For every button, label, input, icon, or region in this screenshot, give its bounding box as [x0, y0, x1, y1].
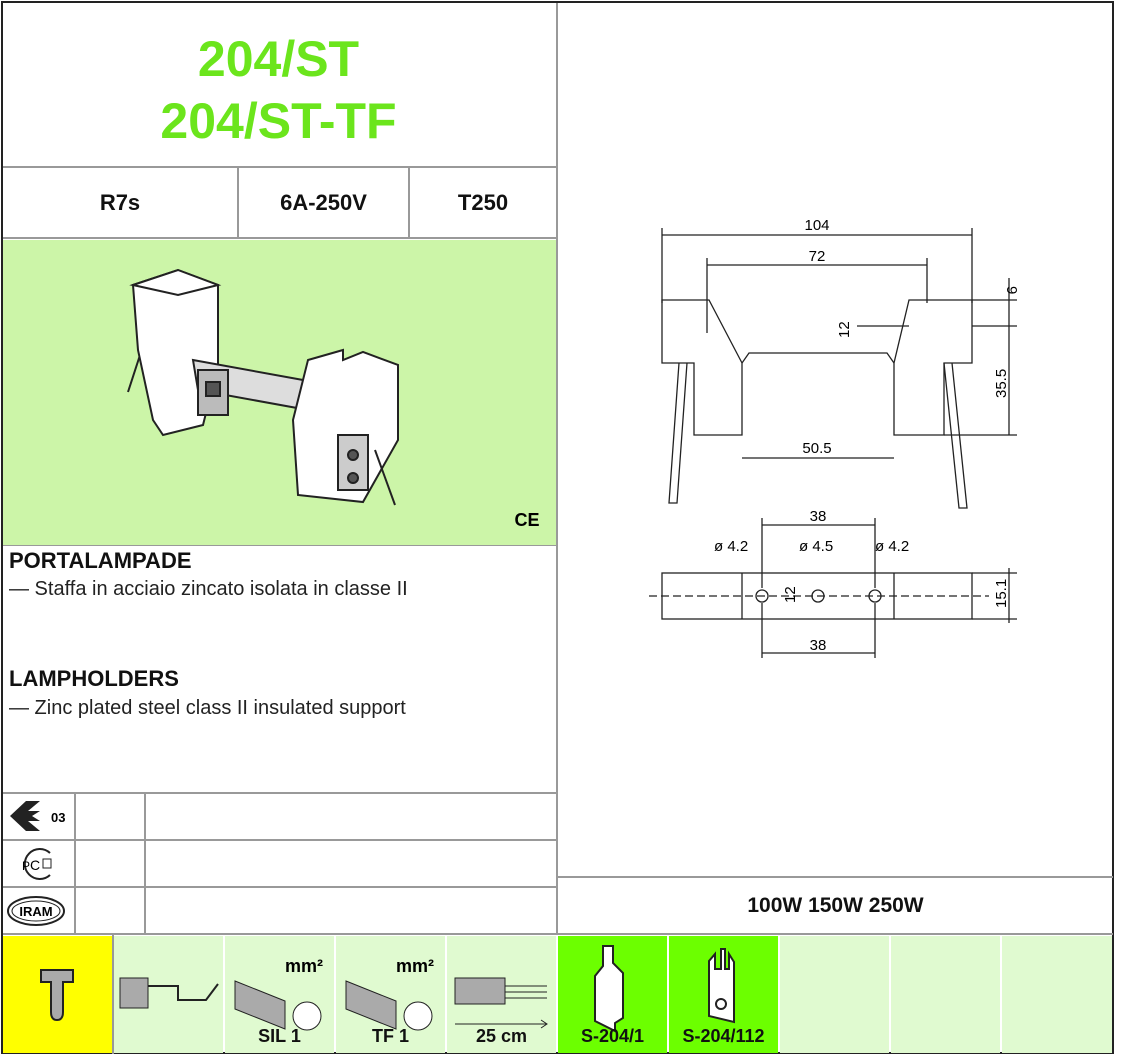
empty-cell	[891, 936, 1000, 1053]
product-image-area: CE	[3, 240, 556, 545]
svg-text:38: 38	[810, 637, 827, 654]
screw-terminal-icon	[40, 969, 74, 1022]
svg-text:35.5: 35.5	[993, 369, 1010, 398]
rating-temperature: T250	[457, 190, 509, 215]
cable-length-icon	[454, 977, 548, 1029]
cable-length-label: 25 cm	[475, 1026, 528, 1046]
technical-drawing: 104 72 9 12 35.5 50.5 38 ø 4.2 ø 4.5 ø 4…	[649, 217, 1020, 658]
svg-text:12: 12	[782, 586, 799, 603]
silicone-wire-icon: mm²	[234, 956, 323, 1031]
clip-accessory-icon	[594, 945, 624, 1033]
svg-text:ø 4.5: ø 4.5	[799, 538, 833, 555]
wire-tf-label: TF 1	[371, 1026, 409, 1046]
rating-base: R7s	[99, 190, 141, 215]
screw-terminal-cell	[3, 936, 112, 1053]
lampholder-illustration: CE	[127, 268, 540, 530]
empty-cell	[780, 936, 889, 1053]
divider	[3, 886, 557, 888]
description-italian: — Staffa in acciaio zincato isolata in c…	[9, 578, 408, 600]
wire-tf-cell: mm² TF 1	[336, 936, 445, 1053]
divider	[144, 793, 146, 934]
svg-text:IRAM: IRAM	[19, 904, 52, 919]
iram-icon: IRAM	[7, 896, 65, 926]
divider	[237, 167, 239, 238]
accessory-s204-112[interactable]: S-204/112	[669, 936, 778, 1053]
cable-length-cell: 25 cm	[447, 936, 556, 1053]
product-code-variant: 204/ST-TF	[160, 93, 397, 149]
svg-text:03: 03	[51, 810, 65, 825]
svg-text:12: 12	[836, 321, 853, 338]
svg-text:C: C	[30, 857, 40, 873]
divider	[556, 3, 558, 935]
divider	[3, 839, 557, 841]
tf-wire-icon: mm²	[345, 956, 434, 1031]
wattage-range: 100W 150W 250W	[747, 894, 924, 917]
svg-text:ø 4.2: ø 4.2	[875, 538, 909, 555]
svg-text:15.1: 15.1	[993, 579, 1010, 608]
svg-text:mm²: mm²	[285, 956, 323, 976]
accessory-label: S-204/112	[682, 1026, 765, 1046]
divider	[112, 934, 114, 1054]
divider	[3, 237, 557, 239]
divider	[408, 167, 410, 238]
heading-english: LAMPHOLDERS	[9, 666, 179, 691]
enec-03-icon: 03	[10, 801, 65, 831]
terminal-connector-icon	[119, 977, 219, 1009]
divider	[3, 933, 1113, 935]
rating-electrical: 6A-250V	[280, 190, 367, 215]
bracket-accessory-icon	[708, 948, 735, 1024]
svg-text:9: 9	[1003, 286, 1020, 294]
empty-cell	[1002, 936, 1112, 1053]
divider	[74, 793, 76, 934]
divider	[3, 544, 557, 546]
svg-text:P: P	[22, 859, 30, 873]
accessory-label: S-204/1	[580, 1026, 645, 1046]
terminal-connection-cell	[114, 936, 223, 1053]
svg-text:mm²: mm²	[396, 956, 434, 976]
svg-text:50.5: 50.5	[802, 440, 831, 457]
product-code: 204/ST	[197, 31, 360, 87]
svg-text:ø 4.2: ø 4.2	[714, 538, 748, 555]
svg-text:104: 104	[804, 217, 829, 234]
wire-sil-cell: mm² SIL 1	[225, 936, 334, 1053]
divider	[3, 166, 557, 168]
heading-italian: PORTALAMPADE	[9, 548, 192, 573]
svg-text:38: 38	[810, 508, 827, 525]
divider	[557, 876, 1113, 878]
divider	[3, 792, 557, 794]
description-english: — Zinc plated steel class II insulated s…	[9, 697, 406, 719]
svg-text:72: 72	[809, 248, 826, 265]
wire-sil-label: SIL 1	[258, 1026, 301, 1046]
accessory-s204-1[interactable]: S-204/1	[558, 936, 667, 1053]
ce-mark: CE	[514, 510, 539, 530]
